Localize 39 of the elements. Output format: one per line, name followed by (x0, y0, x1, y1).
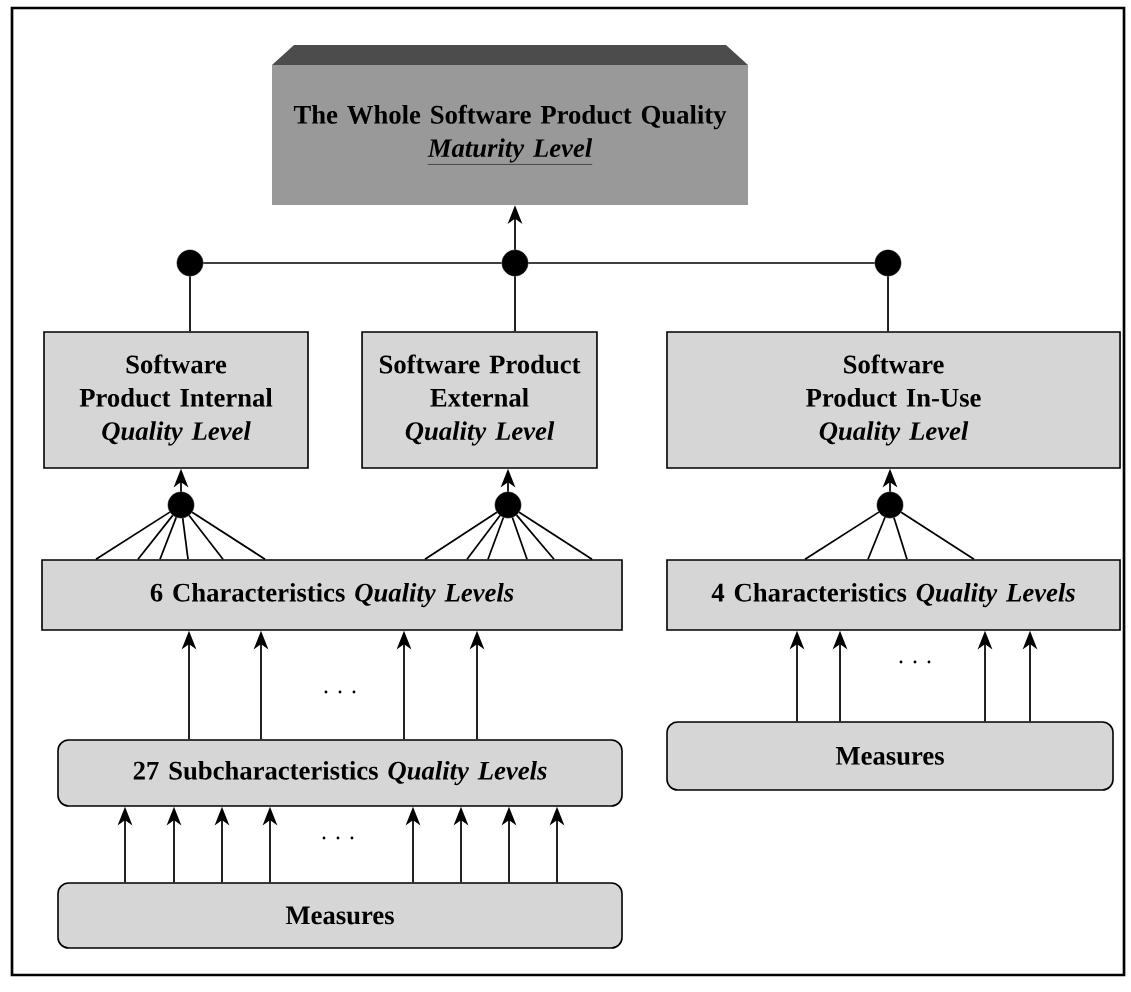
ellipsis: . . . (322, 836, 354, 840)
junction-dot (501, 249, 529, 277)
connector-line (900, 511, 975, 561)
connector-line (137, 514, 174, 561)
connector-line (202, 262, 503, 264)
level-box: Software Product Internal Quality Level (43, 331, 309, 469)
connector-line (191, 511, 266, 561)
bevelled-box: The Whole Software Product Quality Maturity Level (272, 45, 748, 205)
level-box: Software Product External Quality Level (361, 331, 598, 469)
junction-dot (876, 491, 904, 519)
connector-line (527, 262, 876, 264)
connector-line (466, 514, 501, 561)
junction-dot (874, 249, 902, 277)
level-box: 6 Characteristics Quality Levels (41, 559, 623, 631)
connector-line (514, 275, 516, 333)
rounded-box: Measures (666, 721, 1114, 791)
connector-line (159, 516, 178, 561)
connector-line (887, 275, 889, 333)
connector-line (867, 516, 886, 561)
connector-line (518, 511, 593, 561)
connector-line (181, 517, 189, 561)
connector-line (189, 275, 191, 333)
rounded-box: 27 Subcharacteristics Quality Levels (57, 739, 623, 807)
connector-line (424, 511, 498, 561)
connector-line (511, 516, 528, 561)
connector-line (515, 514, 555, 561)
junction-dot (494, 491, 522, 519)
level-box: 4 Characteristics Quality Levels (666, 559, 1121, 631)
ellipsis: . . . (324, 690, 356, 694)
junction-dot (176, 249, 204, 277)
connector-line (487, 516, 505, 561)
ellipsis: . . . (899, 660, 931, 664)
level-box: Software Product In-Use Quality Level (666, 331, 1121, 469)
connector-line (95, 511, 171, 561)
connector-line (188, 514, 224, 561)
connector-line (804, 511, 880, 561)
connector-line (893, 516, 908, 561)
rounded-box: Measures (57, 882, 623, 949)
junction-dot (167, 491, 195, 519)
